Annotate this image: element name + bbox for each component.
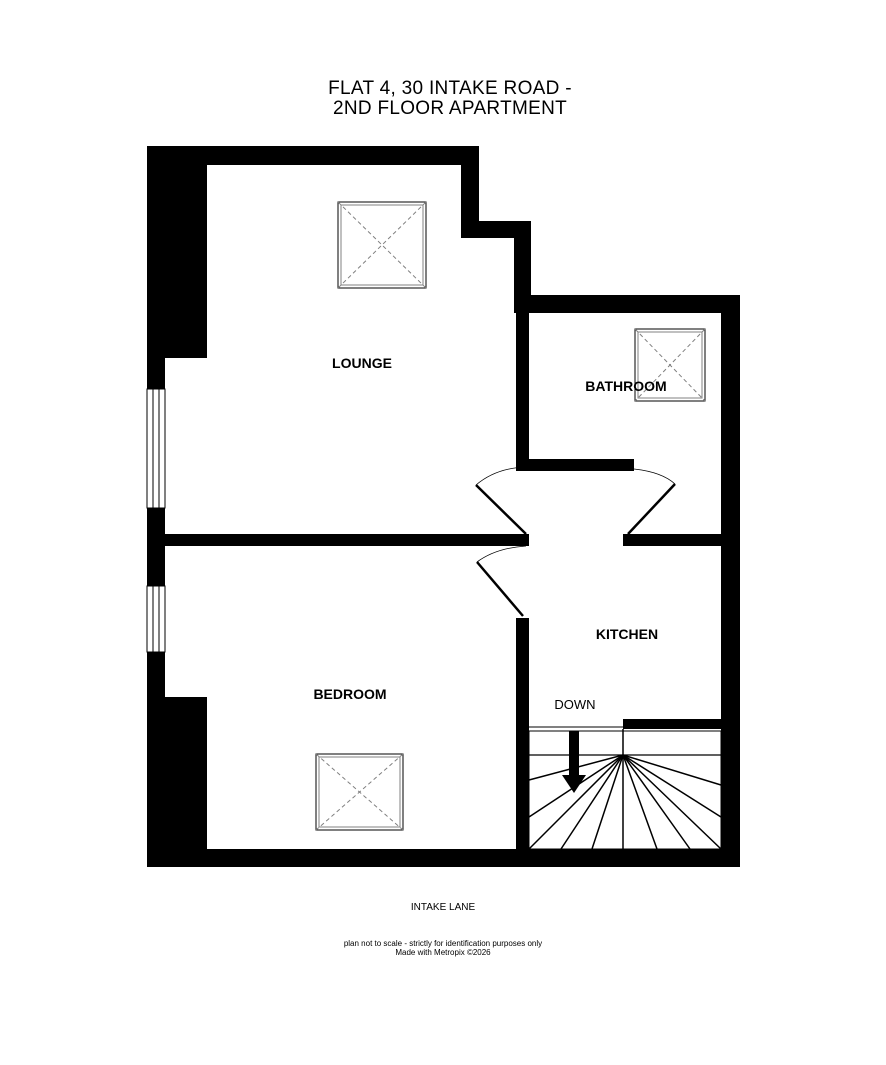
plan-title-line-1: FLAT 4, 30 INTAKE ROAD -: [328, 78, 572, 99]
skylight-bathroom: [634, 328, 706, 402]
wall-step-horizontal: [461, 221, 531, 238]
room-label-bedroom: BEDROOM: [313, 686, 386, 702]
wall-stair-landing: [623, 719, 740, 729]
wall-top-left: [147, 146, 479, 165]
door-lounge: [475, 466, 527, 535]
eaves-upper-left: [147, 146, 207, 358]
credit-text: Made with Metropix ©2026: [395, 948, 491, 957]
room-label-kitchen: KITCHEN: [596, 626, 658, 642]
room-label-bathroom: BATHROOM: [585, 378, 666, 394]
doors: [475, 466, 676, 617]
stair-direction-arrow: [562, 731, 586, 793]
walls: [147, 146, 740, 867]
wall-bottom: [147, 849, 740, 867]
skylights: [315, 201, 706, 831]
window-bedroom: [146, 585, 166, 653]
skylight-bedroom: [315, 753, 404, 831]
skylight-lounge: [337, 201, 427, 289]
wall-kitchen-bedroom: [516, 618, 529, 867]
wall-lounge-bedroom: [147, 534, 529, 546]
staircase: [528, 726, 722, 850]
wall-step-vertical-2: [514, 221, 531, 313]
windows: [146, 388, 166, 653]
disclaimer-text: plan not to scale - strictly for identif…: [343, 939, 543, 948]
plan-title-line-2: 2ND FLOOR APARTMENT: [332, 98, 568, 119]
wall-right: [721, 295, 740, 867]
wall-bathroom-top: [514, 295, 740, 313]
wall-left-middle: [147, 508, 165, 586]
door-bedroom: [476, 545, 527, 617]
eaves-lower-left: [147, 697, 207, 867]
room-label-lounge: LOUNGE: [332, 355, 392, 371]
wall-bathroom-bottom: [516, 459, 634, 471]
stair-down-label: DOWN: [554, 697, 595, 712]
wall-step-vertical: [461, 146, 479, 238]
wall-kitchen-top: [623, 534, 740, 546]
window-lounge: [146, 388, 166, 509]
wall-bathroom-left: [516, 295, 529, 471]
door-bathroom: [627, 468, 676, 535]
street-label: INTAKE LANE: [410, 902, 476, 913]
